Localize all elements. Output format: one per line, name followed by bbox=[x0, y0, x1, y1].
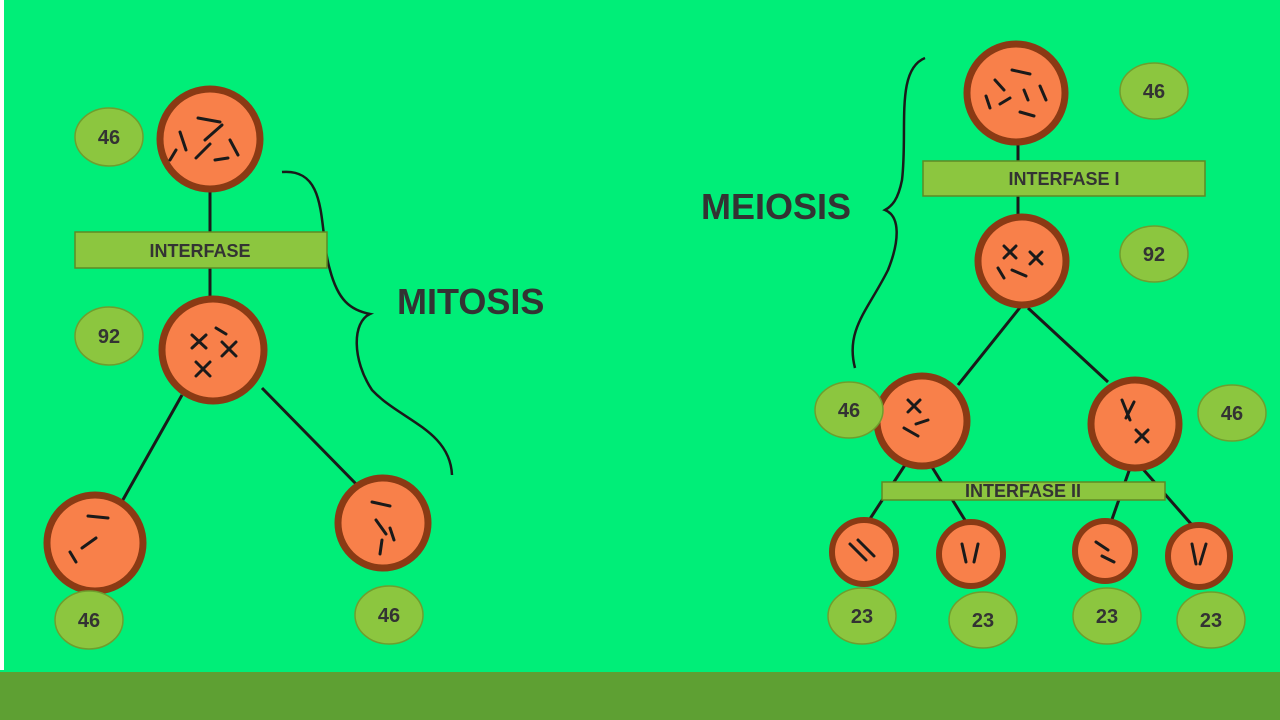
svg-text:23: 23 bbox=[972, 610, 994, 632]
svg-text:92: 92 bbox=[98, 326, 120, 348]
chromosomes-icon bbox=[1190, 542, 1208, 566]
mitosis-parent-cell bbox=[156, 85, 264, 193]
mitosis-replicated-cell bbox=[158, 295, 268, 405]
mitosis-daughter-cell-left bbox=[43, 491, 147, 595]
chromosomes-icon bbox=[1120, 398, 1150, 444]
chromosomes-icon bbox=[996, 244, 1044, 280]
meiosis-interfase-2-label: INTERFASE II bbox=[965, 481, 1081, 501]
left-edge-strip bbox=[0, 0, 4, 670]
meiosis-division1-cell-left bbox=[873, 372, 971, 470]
meiosis-count-badge-gamete-3: 23 bbox=[1072, 587, 1142, 645]
svg-text:23: 23 bbox=[1096, 606, 1118, 628]
mitosis-line-to-left-daughter bbox=[118, 394, 184, 506]
mitosis-count-badge-daughter-left: 46 bbox=[54, 590, 124, 650]
svg-text:46: 46 bbox=[838, 400, 860, 422]
meiosis-replicated-cell bbox=[974, 213, 1070, 309]
meiosis-section: INTERFASE I bbox=[701, 40, 1267, 649]
mitosis-title: MITOSIS bbox=[397, 281, 544, 322]
meiosis-count-badge-division1-right: 46 bbox=[1197, 384, 1267, 442]
chromosomes-icon bbox=[1094, 540, 1116, 564]
meiosis-count-badge-gamete-1: 23 bbox=[827, 587, 897, 645]
meiosis-count-badge-replicated: 92 bbox=[1119, 225, 1189, 283]
meiosis-gamete-cell-2 bbox=[936, 519, 1006, 589]
meiosis-interfase-2-label-box: INTERFASE II bbox=[881, 481, 1166, 501]
meiosis-interfase-1-label-box: INTERFASE I bbox=[922, 160, 1206, 197]
svg-text:23: 23 bbox=[1200, 610, 1222, 632]
mitosis-section: INTERFASE bbox=[43, 85, 544, 650]
mitosis-count-badge-daughter-right: 46 bbox=[354, 585, 424, 645]
chromosomes-icon bbox=[984, 68, 1048, 118]
chromosomes-icon bbox=[68, 514, 110, 564]
mitosis-daughter-cell-right bbox=[334, 474, 432, 572]
meiosis-line-to-division1-left bbox=[956, 304, 1024, 386]
footer-bar bbox=[0, 672, 1280, 720]
meiosis-count-badge-gamete-2: 23 bbox=[948, 591, 1018, 649]
svg-text:92: 92 bbox=[1143, 244, 1165, 266]
meiosis-title: MEIOSIS bbox=[701, 186, 851, 227]
meiosis-parent-cell bbox=[963, 40, 1069, 146]
svg-text:46: 46 bbox=[1143, 81, 1165, 103]
meiosis-line-right-to-gamete-4 bbox=[1140, 467, 1194, 526]
svg-text:46: 46 bbox=[78, 610, 100, 632]
meiosis-count-badge-gamete-4: 23 bbox=[1176, 591, 1246, 649]
mitosis-interfase-label: INTERFASE bbox=[149, 241, 250, 261]
chromosomes-icon bbox=[960, 542, 980, 564]
meiosis-line-to-division1-right bbox=[1026, 306, 1110, 384]
svg-text:46: 46 bbox=[378, 605, 400, 627]
meiosis-count-badge-division1-left: 46 bbox=[814, 381, 884, 439]
mitosis-count-badge-parent: 46 bbox=[74, 107, 144, 167]
chromosomes-icon bbox=[190, 326, 238, 378]
svg-text:46: 46 bbox=[98, 127, 120, 149]
meiosis-gamete-cell-4 bbox=[1165, 522, 1233, 590]
meiosis-gamete-cell-3 bbox=[1072, 518, 1138, 584]
svg-text:46: 46 bbox=[1221, 403, 1243, 425]
meiosis-brace bbox=[851, 56, 926, 369]
chromosomes-icon bbox=[902, 398, 930, 438]
meiosis-gamete-cell-1 bbox=[829, 517, 899, 587]
meiosis-count-badge-parent: 46 bbox=[1119, 62, 1189, 120]
svg-text:23: 23 bbox=[851, 606, 873, 628]
chromosomes-icon bbox=[370, 500, 396, 556]
meiosis-interfase-1-label: INTERFASE I bbox=[1008, 169, 1119, 189]
chromosomes-icon bbox=[848, 538, 876, 562]
mitosis-brace bbox=[281, 170, 454, 476]
chromosomes-icon bbox=[168, 116, 240, 162]
mitosis-count-badge-replicated: 92 bbox=[74, 306, 144, 366]
mitosis-interfase-label-box: INTERFASE bbox=[74, 231, 328, 269]
mitosis-line-to-right-daughter bbox=[260, 386, 362, 490]
meiosis-division1-cell-right bbox=[1087, 376, 1183, 472]
